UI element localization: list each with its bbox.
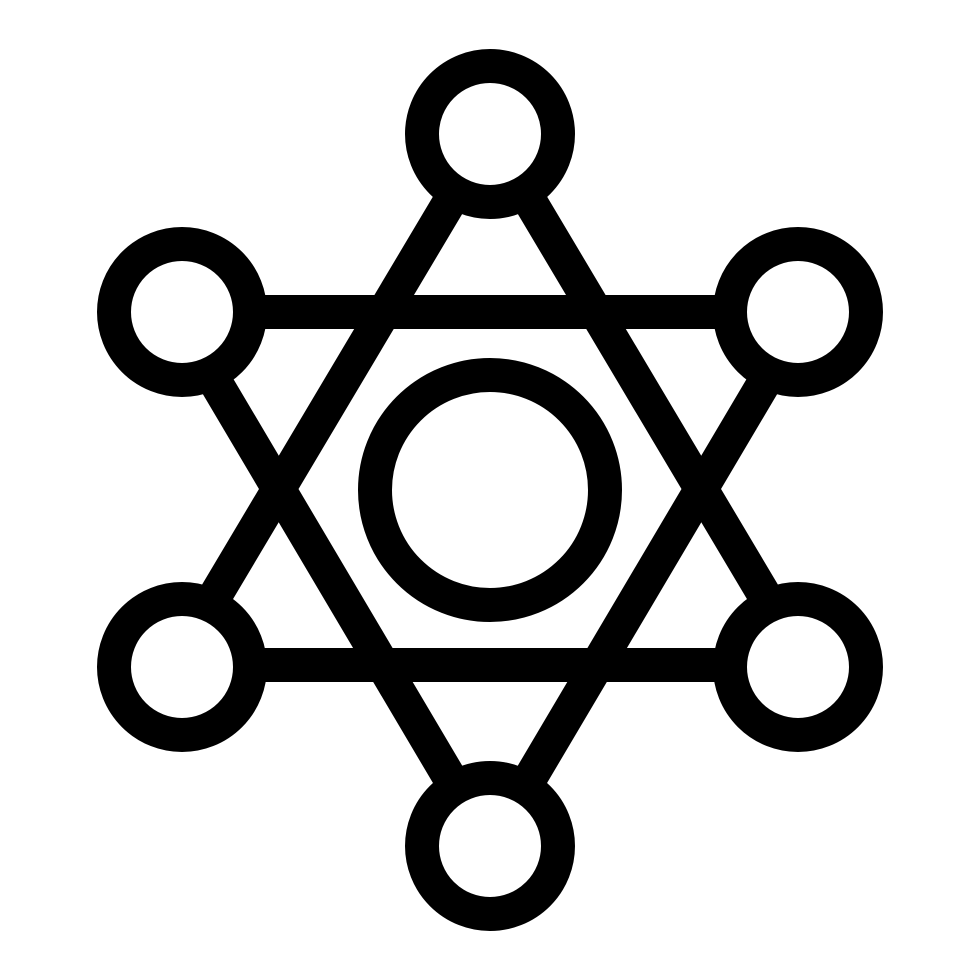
point-circle-bottom-right: [713, 582, 883, 752]
down-triangle: [144, 295, 836, 880]
point-circle-bottom-left: [97, 582, 267, 752]
star-outline: [144, 100, 836, 880]
point-circle-top-right: [713, 227, 883, 397]
center-circle: [358, 358, 622, 622]
point-circle-top-left: [97, 227, 267, 397]
circles: [97, 49, 883, 931]
point-circle-bottom: [405, 761, 575, 931]
point-circle-top: [405, 49, 575, 219]
up-triangle: [144, 100, 836, 682]
